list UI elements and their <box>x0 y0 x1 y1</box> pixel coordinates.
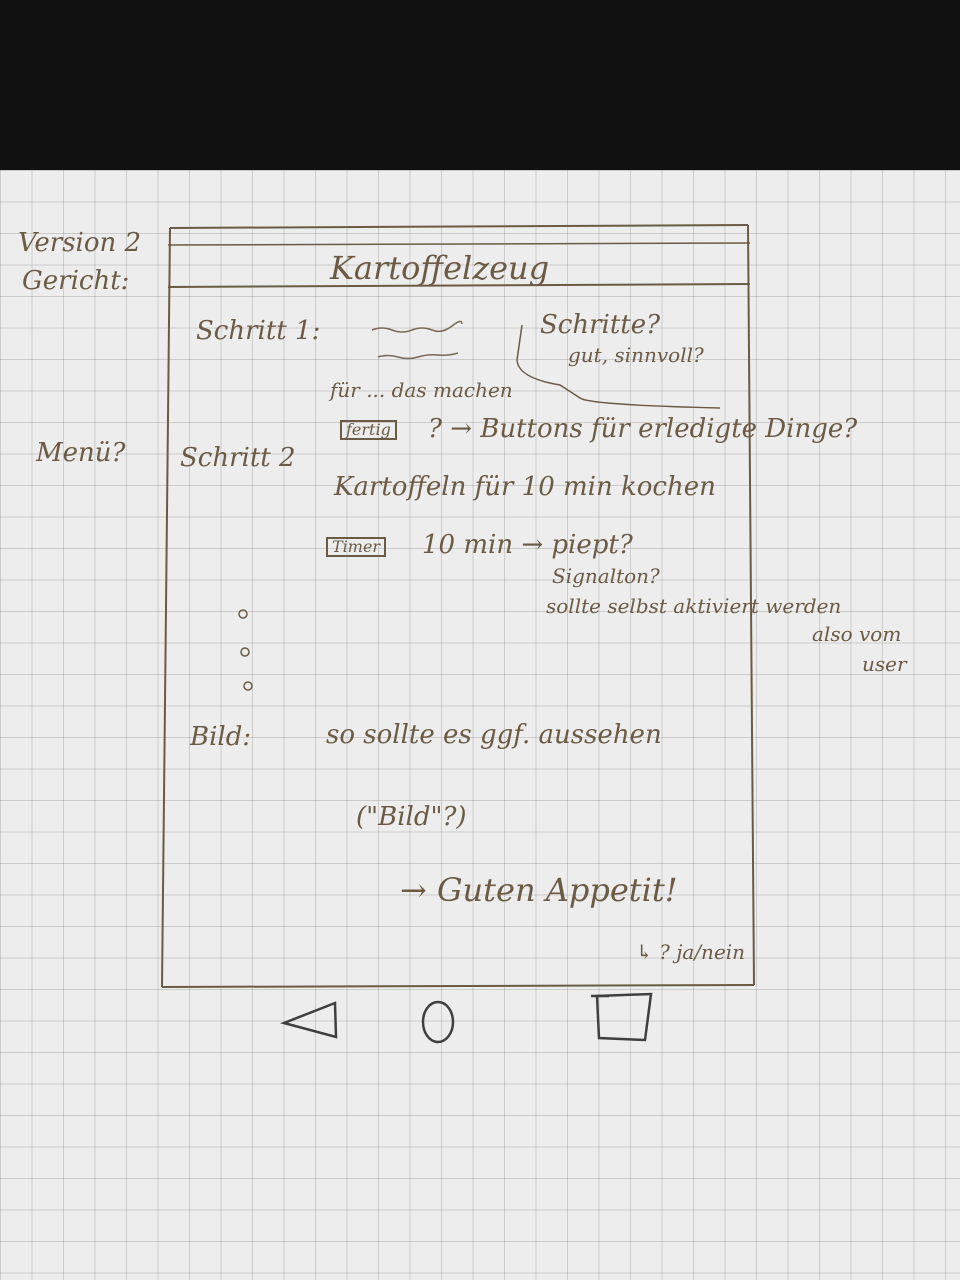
timer-button[interactable]: Timer <box>326 537 387 557</box>
done-button[interactable]: fertig <box>340 420 397 440</box>
step1-note: für ... das machen <box>330 378 513 402</box>
image-label: Bild: <box>190 722 252 752</box>
signal-note: Signalton? <box>552 564 660 588</box>
step1-question: Schritte? <box>540 310 661 340</box>
graph-paper <box>0 170 960 1280</box>
user-note-3: user <box>862 652 907 676</box>
dish-label: Gericht: <box>22 266 130 296</box>
home-circle-icon[interactable] <box>416 995 460 1049</box>
back-triangle-icon[interactable] <box>280 995 340 1045</box>
confirm-note: ↳ ? ja/nein <box>636 940 746 964</box>
closing-text: → Guten Appetit! <box>400 871 678 909</box>
step1-label: Schritt 1: <box>196 316 321 346</box>
menu-label: Menü? <box>36 438 126 468</box>
buttons-note: ? → Buttons für erledigte Dinge? <box>428 414 858 444</box>
timer-note: 10 min → piept? <box>422 530 633 560</box>
recent-square-icon[interactable] <box>585 988 657 1046</box>
version-label: Version 2 <box>18 228 142 258</box>
image-placeholder: ("Bild"?) <box>356 802 467 832</box>
user-note-1: sollte selbst aktiviert werden <box>546 594 842 618</box>
app-title: Kartoffelzeug <box>330 249 550 287</box>
step2-instruction: Kartoffeln für 10 min kochen <box>334 472 716 502</box>
image-note: so sollte es ggf. aussehen <box>326 720 662 750</box>
user-note-2: also vom <box>812 622 902 646</box>
step2-label: Schritt 2 <box>180 443 296 473</box>
step1-question2: gut, sinnvoll? <box>568 343 704 367</box>
